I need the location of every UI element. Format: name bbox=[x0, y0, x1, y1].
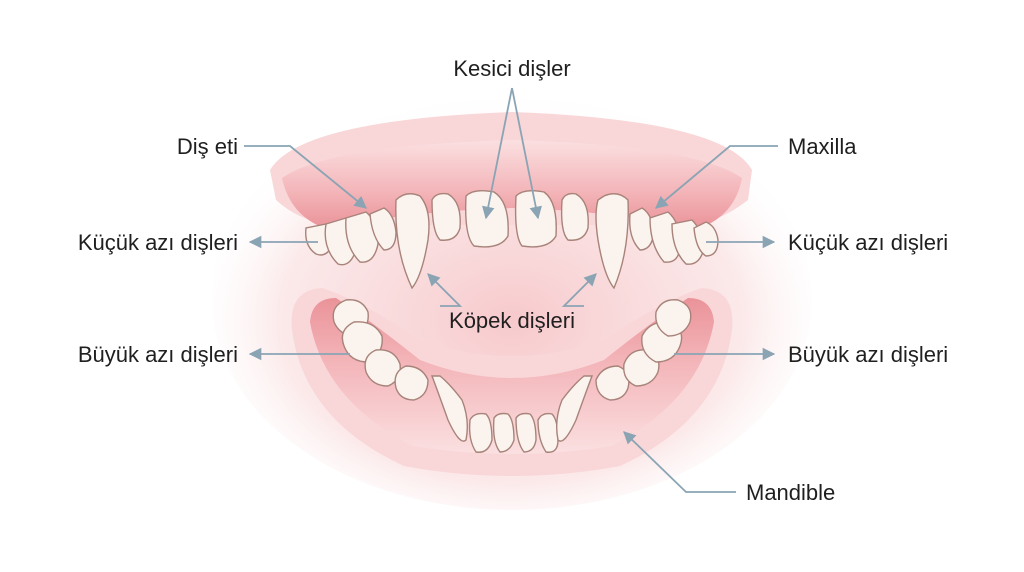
upper-central-incisor-left bbox=[464, 189, 509, 248]
pointer-canines-right bbox=[561, 273, 597, 307]
lower-teeth bbox=[332, 299, 692, 453]
label-premolars-left: Küçük azı dişleri bbox=[77, 230, 238, 255]
pointer-incisors-right bbox=[511, 87, 542, 220]
label-gum: Diş eti bbox=[176, 134, 238, 159]
upper-jaw bbox=[270, 112, 752, 290]
upper-premolar-right-1 bbox=[629, 207, 655, 251]
label-premolars-right: Küçük azı dişleri bbox=[788, 230, 949, 255]
lower-incisor-2 bbox=[492, 412, 515, 453]
lower-canine-left bbox=[430, 375, 469, 442]
pointer-maxilla bbox=[655, 145, 778, 209]
lower-incisor-3 bbox=[515, 412, 537, 453]
upper-teeth bbox=[305, 189, 719, 290]
upper-canine-right bbox=[595, 193, 629, 290]
label-mandible: Mandible bbox=[746, 480, 836, 505]
label-molars-left: Büyük azı dişleri bbox=[77, 342, 238, 367]
upper-molar-right bbox=[693, 221, 719, 257]
lower-canine-right bbox=[555, 375, 594, 442]
pointer-lines bbox=[244, 87, 778, 493]
upper-premolar-left-3 bbox=[369, 207, 397, 251]
lower-molar-right-1 bbox=[655, 299, 692, 337]
label-canines: Köpek dişleri bbox=[449, 308, 575, 333]
pointer-gum bbox=[244, 145, 367, 209]
label-molars-right: Büyük azı dişleri bbox=[788, 342, 949, 367]
label-incisors: Kesici dişler bbox=[453, 56, 571, 81]
lower-jaw bbox=[291, 288, 733, 476]
lower-gum bbox=[310, 298, 714, 454]
pointer-mandible bbox=[623, 431, 736, 493]
upper-canine-left bbox=[395, 193, 430, 290]
lower-premolar-right-2 bbox=[595, 365, 630, 401]
upper-lateral-incisor-left bbox=[431, 192, 461, 241]
label-maxilla: Maxilla bbox=[788, 134, 857, 159]
lower-premolar-left-1 bbox=[364, 349, 401, 387]
lower-premolar-left-2 bbox=[394, 365, 429, 401]
pointer-canines-left bbox=[427, 273, 463, 307]
upper-lateral-incisor-right bbox=[560, 192, 589, 241]
pointer-incisors-left bbox=[482, 87, 513, 220]
upper-central-incisor-right bbox=[514, 189, 557, 248]
lower-incisor-1 bbox=[468, 412, 493, 453]
